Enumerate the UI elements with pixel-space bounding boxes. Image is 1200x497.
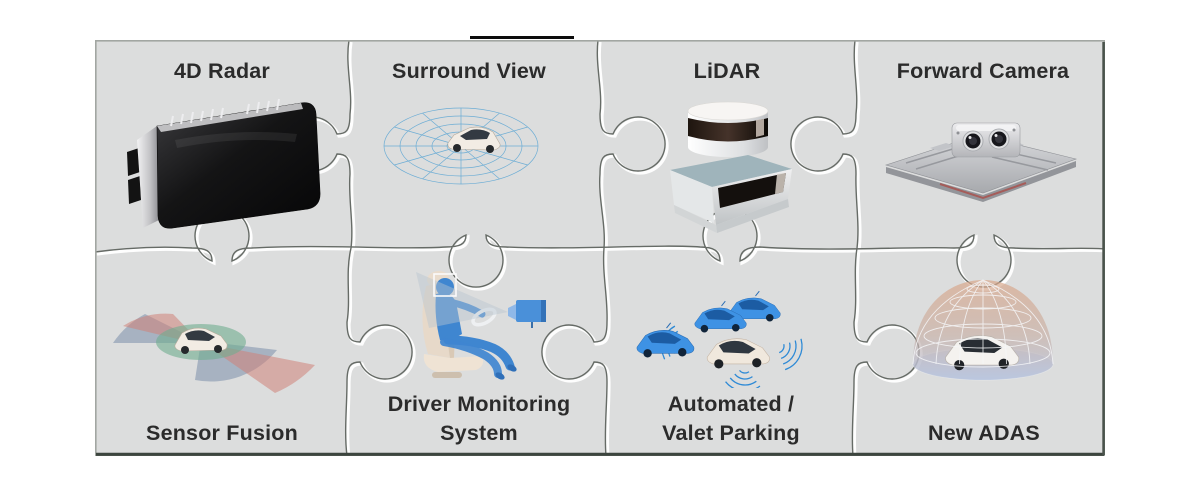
label-lidar: LiDAR [693, 59, 761, 83]
radar-device-icon [127, 98, 321, 229]
puzzle-grid-lines [95, 40, 1105, 456]
label-surround-view: Surround View [392, 59, 546, 83]
parked-blue-car-icon [636, 322, 695, 359]
lidar-box-icon [670, 155, 792, 233]
stereo-camera-unit-icon [951, 122, 1021, 158]
new-adas-illustration [912, 279, 1054, 381]
camera-lens-left-icon [962, 130, 984, 152]
puzzle-line-grooves [95, 40, 1105, 456]
ego-white-car-icon [706, 338, 770, 369]
radar-heatsink-fins [170, 98, 280, 127]
label-sensor-fusion: Sensor Fusion [146, 421, 298, 445]
steering-wheel-icon [471, 307, 497, 327]
label-automated-valet-parking: Automated /Valet Parking [662, 392, 800, 445]
board-frame [95, 40, 1105, 456]
adas-car-icon [945, 335, 1020, 371]
face-detection-frame-icon [433, 273, 457, 297]
sensor-fusion-illustration [113, 313, 315, 393]
camera-lens-right-icon [988, 128, 1010, 150]
fusion-car-icon [174, 327, 228, 354]
top-edge-dark-segment [470, 36, 574, 39]
sensor-coverage-fans-icon [113, 313, 315, 393]
valet-parking-illustration [636, 290, 803, 388]
camera-beam-icon [416, 272, 508, 328]
driver-monitoring-illustration [416, 270, 546, 380]
monitoring-camera-icon [508, 300, 546, 328]
4d-radar-illustration [127, 98, 321, 229]
surround-view-illustration [383, 107, 539, 185]
label-new-adas: New ADAS [928, 421, 1040, 445]
lidar-illustration [670, 101, 792, 233]
dome-wireframe-icon [912, 279, 1054, 368]
label-4d-radar: 4D Radar [174, 59, 270, 83]
surround-car-icon [447, 126, 501, 153]
forward-camera-illustration [884, 122, 1078, 202]
label-forward-camera: Forward Camera [896, 59, 1070, 83]
lidar-cylinder-icon [687, 101, 769, 157]
puzzle-line-highlights [96, 41, 1105, 456]
